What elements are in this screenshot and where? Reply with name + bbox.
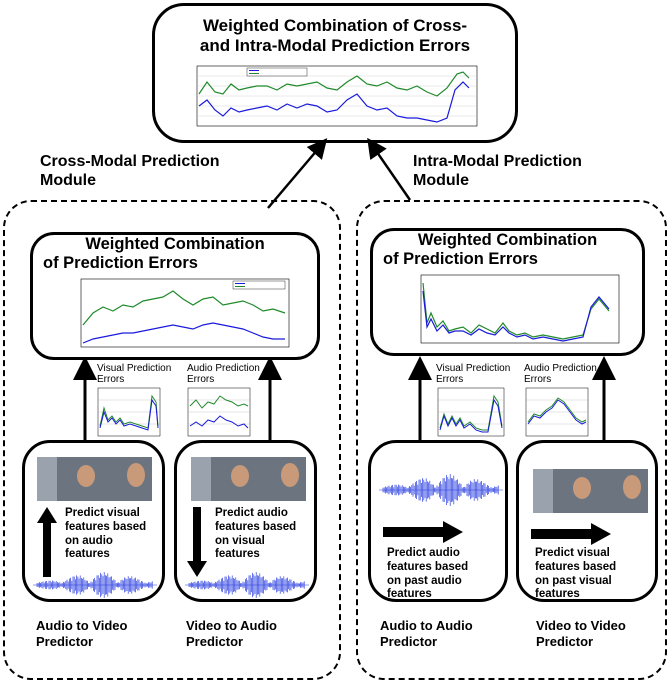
cross-visual-errors-label: Visual Prediction Errors bbox=[97, 363, 171, 385]
down-arrow-icon bbox=[187, 507, 207, 577]
video-to-audio-predictor-box: Predict audio features based on visual f… bbox=[174, 440, 317, 602]
intra-visual-errors-label: Visual Prediction Errors bbox=[436, 363, 510, 385]
v2a-name-line2: Predictor bbox=[186, 633, 244, 649]
v2v-desc-line1: Predict visual bbox=[535, 547, 610, 559]
a2a-desc-line3: on past audio bbox=[387, 574, 462, 587]
video-frame-image bbox=[37, 457, 152, 501]
cross-combo-title-line2: of Prediction Errors bbox=[43, 253, 198, 272]
cross-audio-errors-line2: Errors bbox=[187, 374, 215, 385]
v2v-predictor-name: Video to Video Predictor bbox=[536, 618, 626, 649]
intra-audio-errors-chart bbox=[524, 386, 590, 438]
v2v-name-line2: Predictor bbox=[536, 633, 594, 649]
v2v-desc-line4: features bbox=[535, 588, 580, 601]
a2v-description: Predict visual features based on audio f… bbox=[65, 507, 146, 562]
intra-combo-title-line2: of Prediction Errors bbox=[383, 249, 538, 268]
cross-visual-errors-chart bbox=[96, 386, 162, 438]
a2v-name-line1: Audio to Video bbox=[36, 618, 128, 633]
intra-audio-errors-label: Audio Prediction Errors bbox=[524, 363, 597, 385]
v2v-name-line1: Video to Video bbox=[536, 618, 626, 633]
intra-combo-blue-series bbox=[422, 290, 610, 342]
combined-title-line1: Weighted Combination of Cross- bbox=[202, 16, 468, 35]
audio-to-video-predictor-box: Predict visual features based on audio f… bbox=[22, 440, 165, 602]
cross-module-label-line2: Module bbox=[40, 172, 96, 190]
cross-combo-blue-series bbox=[82, 322, 285, 344]
intra-combo-box: Weighted Combination of Prediction Error… bbox=[370, 228, 645, 356]
a2v-desc-line1: Predict visual bbox=[65, 507, 140, 519]
a2a-desc-line1: Predict audio bbox=[387, 547, 460, 559]
intra-module-container bbox=[356, 200, 667, 680]
v2a-name-line1: Video to Audio bbox=[186, 618, 277, 633]
a2a-description: Predict audio features based on past aud… bbox=[387, 547, 468, 602]
intra-combo-title: Weighted Combination of Prediction Error… bbox=[373, 231, 642, 269]
cross-combo-title-line1: Weighted Combination bbox=[85, 235, 265, 253]
v2a-desc-line2: features based bbox=[215, 520, 297, 533]
intra-combo-chart bbox=[413, 273, 623, 351]
v2a-desc-line4: features bbox=[215, 548, 260, 561]
cross-combo-green-series bbox=[82, 290, 286, 326]
a2v-predictor-name: Audio to Video Predictor bbox=[36, 618, 127, 649]
a2a-predictor-name: Audio to Audio Predictor bbox=[380, 618, 473, 649]
audio-waveform-image bbox=[379, 474, 503, 506]
v2a-predictor-name: Video to Audio Predictor bbox=[186, 618, 277, 649]
a2a-desc-line4: features bbox=[387, 588, 432, 601]
cross-module-container bbox=[3, 200, 341, 680]
v2a-desc-line1: Predict audio bbox=[215, 507, 288, 519]
cross-visual-errors-line1: Visual Prediction bbox=[97, 363, 172, 374]
up-arrow-icon bbox=[37, 507, 57, 577]
intra-visual-errors-line2: Errors bbox=[436, 374, 464, 385]
right-arrow-icon bbox=[531, 523, 611, 545]
v2a-desc-line3: on visual bbox=[215, 534, 265, 547]
video-to-video-predictor-box: Predict visual features based on past vi… bbox=[516, 440, 658, 602]
a2v-desc-line2: features based bbox=[65, 520, 147, 533]
audio-waveform-image bbox=[185, 572, 309, 598]
intra-audio-errors-line1: Audio Prediction bbox=[524, 363, 597, 374]
cross-combo-chart bbox=[73, 277, 293, 355]
v2v-description: Predict visual features based on past vi… bbox=[535, 547, 616, 602]
audio-waveform-image bbox=[33, 572, 157, 598]
combined-errors-chart bbox=[187, 64, 487, 134]
right-arrow-icon bbox=[383, 521, 463, 543]
v2a-description: Predict audio features based on visual f… bbox=[215, 507, 296, 562]
a2a-name-line2: Predictor bbox=[380, 633, 438, 649]
video-frame-image bbox=[533, 469, 648, 513]
combined-title-line2: and Intra-Modal Prediction Errors bbox=[199, 35, 471, 55]
cross-audio-errors-chart bbox=[186, 386, 252, 438]
combined-errors-title: Weighted Combination of Cross- and Intra… bbox=[155, 16, 515, 55]
intra-combo-title-line1: Weighted Combination bbox=[417, 231, 598, 249]
cross-audio-errors-label: Audio Prediction Errors bbox=[187, 363, 260, 385]
intra-module-label-line1: Intra-Modal Prediction bbox=[413, 153, 582, 170]
cross-module-label: Cross-Modal Prediction Module bbox=[40, 152, 220, 190]
cross-module-label-line1: Cross-Modal Prediction bbox=[40, 153, 220, 170]
intra-module-label-line2: Module bbox=[413, 172, 469, 190]
intra-module-label: Intra-Modal Prediction Module bbox=[413, 152, 582, 190]
intra-visual-errors-chart bbox=[436, 386, 506, 438]
cross-combo-title: Weighted Combination of Prediction Error… bbox=[33, 235, 317, 273]
cross-audio-errors-line1: Audio Prediction bbox=[187, 363, 260, 374]
a2v-desc-line3: on audio bbox=[65, 534, 113, 547]
video-frame-image bbox=[191, 457, 306, 501]
combined-errors-box: Weighted Combination of Cross- and Intra… bbox=[152, 3, 518, 143]
intra-audio-errors-line2: Errors bbox=[524, 374, 552, 385]
combined-green-series bbox=[198, 71, 470, 97]
a2v-desc-line4: features bbox=[65, 548, 110, 561]
a2a-desc-line2: features based bbox=[387, 560, 469, 573]
cross-combo-box: Weighted Combination of Prediction Error… bbox=[30, 232, 320, 360]
v2v-desc-line3: on past visual bbox=[535, 574, 612, 587]
combined-blue-series bbox=[198, 81, 470, 123]
a2v-name-line2: Predictor bbox=[36, 633, 94, 649]
intra-visual-errors-line1: Visual Prediction bbox=[436, 363, 511, 374]
a2a-name-line1: Audio to Audio bbox=[380, 618, 473, 633]
intra-combo-green-series bbox=[422, 282, 610, 340]
v2v-desc-line2: features based bbox=[535, 560, 617, 573]
cross-visual-errors-line2: Errors bbox=[97, 374, 125, 385]
audio-to-audio-predictor-box: Predict audio features based on past aud… bbox=[368, 440, 508, 602]
